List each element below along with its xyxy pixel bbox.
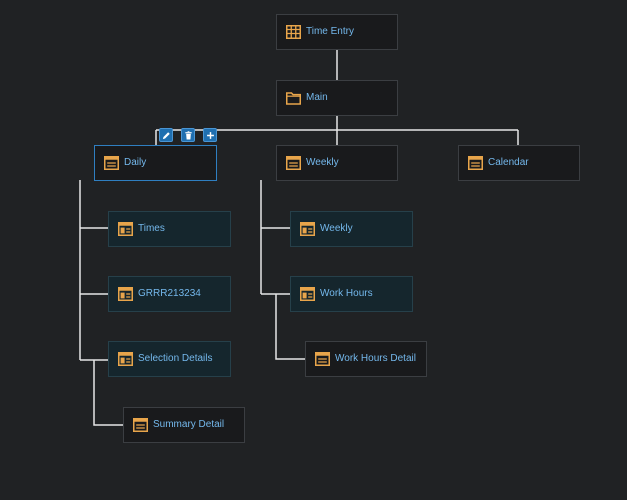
add-button[interactable] bbox=[203, 128, 217, 142]
panel-icon bbox=[118, 222, 133, 236]
window-icon bbox=[133, 418, 148, 432]
node-main[interactable]: Main bbox=[276, 80, 398, 116]
node-label: Work Hours Detail bbox=[335, 353, 416, 364]
node-label: Times bbox=[138, 223, 165, 234]
connector-weekly-children bbox=[260, 180, 290, 295]
window-icon bbox=[104, 156, 119, 170]
connector-work-hours-children bbox=[275, 294, 305, 360]
node-label: Work Hours bbox=[320, 288, 373, 299]
node-label: Weekly bbox=[306, 157, 339, 168]
panel-icon bbox=[300, 287, 315, 301]
edit-button[interactable] bbox=[159, 128, 173, 142]
node-label: Selection Details bbox=[138, 353, 213, 364]
folder-icon bbox=[286, 92, 301, 105]
node-weekly[interactable]: Weekly bbox=[276, 145, 398, 181]
node-summary-detail[interactable]: Summary Detail bbox=[123, 407, 245, 443]
window-icon bbox=[315, 352, 330, 366]
panel-icon bbox=[300, 222, 315, 236]
node-grrr213234[interactable]: GRRR213234 bbox=[108, 276, 231, 312]
connector-main-children bbox=[155, 115, 519, 145]
node-daily[interactable]: Daily bbox=[94, 145, 217, 181]
node-label: Daily bbox=[124, 157, 147, 168]
node-label: Time Entry bbox=[306, 26, 354, 37]
node-label: Weekly bbox=[320, 223, 353, 234]
node-weekly-sub[interactable]: Weekly bbox=[290, 211, 413, 247]
node-time-entry[interactable]: Time Entry bbox=[276, 14, 398, 50]
node-label: Summary Detail bbox=[153, 419, 225, 430]
plus-icon bbox=[206, 131, 214, 139]
pencil-icon bbox=[162, 131, 170, 139]
panel-icon bbox=[118, 352, 133, 366]
panel-icon bbox=[118, 287, 133, 301]
connector-selection-details-children bbox=[93, 360, 123, 426]
window-icon bbox=[468, 156, 483, 170]
node-label: Calendar bbox=[488, 157, 529, 168]
trash-icon bbox=[184, 130, 192, 140]
node-label: Main bbox=[306, 92, 328, 103]
node-work-hours[interactable]: Work Hours bbox=[290, 276, 413, 312]
node-calendar[interactable]: Calendar bbox=[458, 145, 580, 181]
node-times[interactable]: Times bbox=[108, 211, 231, 247]
table-icon bbox=[286, 25, 301, 39]
connector-daily-children bbox=[79, 180, 108, 361]
node-label: GRRR213234 bbox=[138, 288, 201, 299]
window-icon bbox=[286, 156, 301, 170]
delete-button[interactable] bbox=[181, 128, 195, 142]
node-work-hours-detail[interactable]: Work Hours Detail bbox=[305, 341, 427, 377]
node-selection-details[interactable]: Selection Details bbox=[108, 341, 231, 377]
